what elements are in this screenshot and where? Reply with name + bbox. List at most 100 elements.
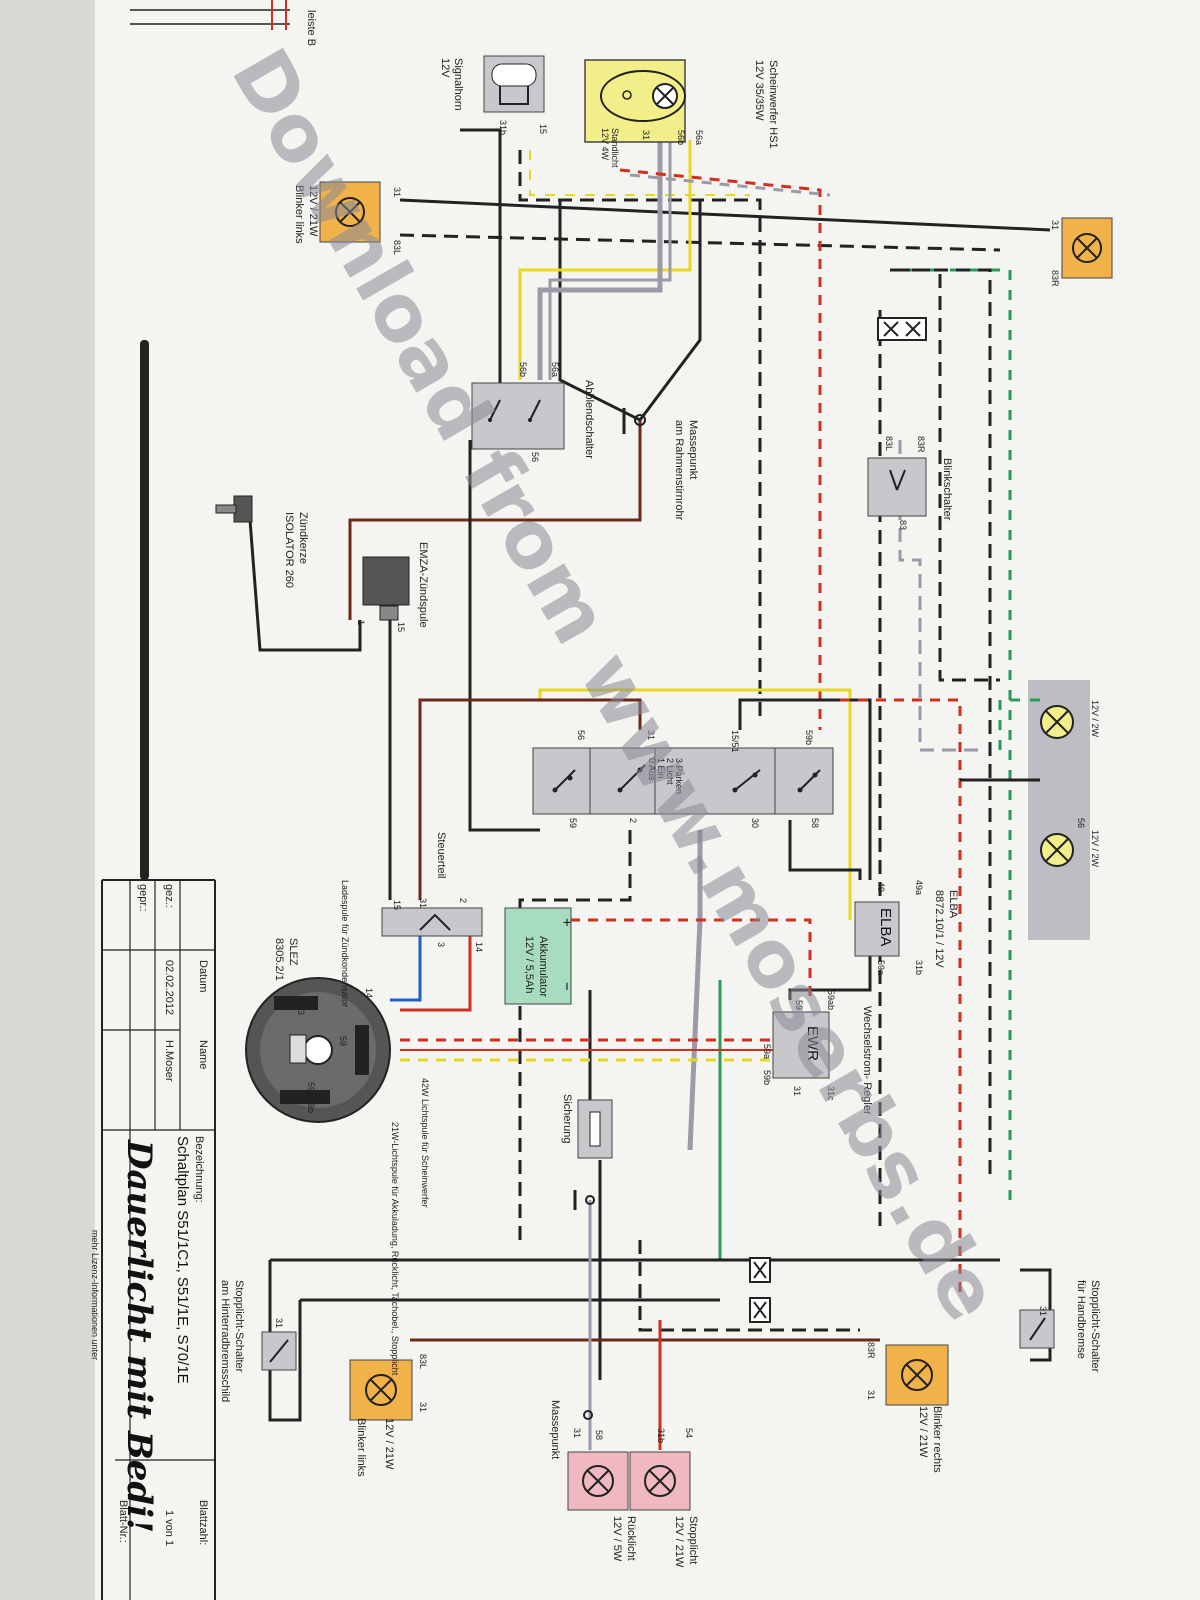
connector-block-rear-1 <box>749 1257 771 1283</box>
blinker-front-right-83r: 83R <box>1050 270 1060 287</box>
regulator-59: 59 <box>794 1000 804 1010</box>
wire-dash-red <box>840 698 962 1300</box>
terminal-strip-edge <box>130 0 290 30</box>
turn-switch-83: 83 <box>898 520 908 530</box>
terminal-56a: 56a <box>694 130 704 145</box>
dash-lamp-1-rating: 12V / 2W <box>1090 700 1100 738</box>
control-unit-15: 15 <box>392 900 402 910</box>
dash-lamp-2-rating: 12V / 2W <box>1090 830 1100 868</box>
wire-83 <box>898 440 980 752</box>
ignition-coil <box>362 556 410 621</box>
elba-box-label: ELBA <box>877 908 894 946</box>
blinker-rear-right <box>885 1344 949 1406</box>
generator-ladespule: Ladespule für Zündkondensator <box>340 880 350 1007</box>
spark-plug-name: Zündkerze <box>297 512 309 564</box>
fuse-name: Sicherung <box>561 1094 573 1144</box>
generator-59b: 59b <box>306 1098 316 1113</box>
stoplight <box>629 1451 691 1511</box>
turn-switch-83r: 83R <box>916 436 926 453</box>
elba-name: ELBA <box>947 890 959 919</box>
generator-14: 14 <box>364 988 374 998</box>
title-datum-label: Datum <box>197 960 209 992</box>
turn-switch <box>867 457 927 517</box>
handwritten-note: Dauerlicht mit Bedi! <box>119 1139 159 1533</box>
stop-switch-hand <box>1019 1309 1055 1349</box>
blinker-front-left-31: 31 <box>392 187 402 197</box>
pen-mark <box>140 340 149 880</box>
ground-rear <box>583 1410 593 1420</box>
blinker-rear-right-31: 31 <box>866 1390 876 1400</box>
coil-terminal-15: 15 <box>396 622 406 632</box>
horn-terminal-15: 15 <box>538 124 548 134</box>
control-unit <box>381 907 483 937</box>
blinker-front-right-31: 31 <box>1050 220 1060 230</box>
blinker-rear-left <box>349 1359 413 1421</box>
blinker-rear-left-83l: 83L <box>418 1354 428 1369</box>
wire-56a-yellow <box>518 140 692 380</box>
control-unit-14: 14 <box>474 942 484 952</box>
switch-30: 30 <box>750 818 760 828</box>
elba-49: 49 <box>876 882 886 892</box>
switch-15-51: 15/51 <box>730 730 740 753</box>
wire-front-ground <box>399 198 1051 232</box>
wire-83r-black <box>890 268 992 1180</box>
elba-part: 8872.10/1 / 12V <box>933 890 945 968</box>
elba-49a: 49a <box>914 880 924 895</box>
switch-59: 59 <box>568 818 578 828</box>
wire-switch-58 <box>788 820 862 880</box>
title-block <box>101 879 216 1600</box>
wire-83r-green <box>910 268 1012 1200</box>
ground-mid <box>573 1190 595 1210</box>
stop-switch-hand-sub: für Handbremse <box>1075 1280 1087 1359</box>
dimmer-56b: 56b <box>518 362 528 377</box>
battery-name: Akkumulator <box>537 936 549 997</box>
headlight <box>584 59 686 143</box>
blinker-front-left-name: Blinker links <box>293 185 305 244</box>
wire-standlicht-red <box>619 168 822 730</box>
wire-horn-15-yellow <box>529 150 750 196</box>
dash-lamp-2 <box>1040 833 1074 867</box>
horn-name: Signalhorn <box>452 58 464 111</box>
blinker-rear-right-83r: 83R <box>866 1342 876 1359</box>
title-blattzahl-label: Blattzahl: <box>197 1500 209 1545</box>
battery-minus: − <box>558 982 575 991</box>
stoplight-31b: 31b <box>656 1428 666 1443</box>
control-unit-name: Steuerteil <box>435 832 447 878</box>
wire-switch-56-yellow <box>538 688 852 920</box>
wire-56b-grey2 <box>537 140 663 380</box>
wire-horn-31b <box>460 128 502 440</box>
stoplight-rating: 12V / 21W <box>673 1516 685 1568</box>
title-name-label: Name <box>197 1040 209 1069</box>
ignition-position-label: 3 Parken <box>674 758 684 794</box>
coil-name: EMZA-Zündspule <box>417 542 429 628</box>
spark-plug <box>215 495 253 523</box>
control-unit-2: 2 <box>458 898 468 903</box>
taillight-58: 58 <box>594 1430 604 1440</box>
switch-59b: 59b <box>804 730 814 745</box>
stop-switch-hand-name: Stopplicht-Schalter <box>1089 1280 1101 1373</box>
wire-switch-15-51 <box>738 698 872 880</box>
title-gez-date: 02.02.2012 <box>163 960 175 1015</box>
dash-lamp-56: 56 <box>1076 818 1086 828</box>
dimmer-switch <box>471 382 565 450</box>
ground-rear-31: 31 <box>572 1428 582 1438</box>
horn-terminal-31b: 31b <box>498 120 508 135</box>
headlight-rating: 12V 35/35W <box>753 60 765 121</box>
taillight-rating: 12V / 5W <box>611 1516 623 1562</box>
blinker-rear-left-name: Blinker links <box>355 1418 367 1477</box>
generator-lichtspule-21: 21W-Lichtspule für Akkuladung, Rücklicht… <box>390 1122 400 1376</box>
connector-block-front <box>877 317 927 341</box>
title-gepr-label: gepr.: <box>137 884 149 912</box>
taillight <box>567 1451 629 1511</box>
stop-switch-rear <box>261 1331 297 1371</box>
wire-56b-grey <box>548 140 672 380</box>
elba-unit <box>854 901 900 957</box>
generator-name: SLEZ <box>287 938 299 966</box>
stop-switch-rear-sub: am Hinterradbremsschild <box>219 1280 231 1402</box>
wire-standlicht-grey <box>629 173 831 197</box>
generator-59: 59 <box>338 1036 348 1046</box>
generator-slez <box>245 977 391 1123</box>
dash-lamp-1 <box>1040 705 1074 739</box>
